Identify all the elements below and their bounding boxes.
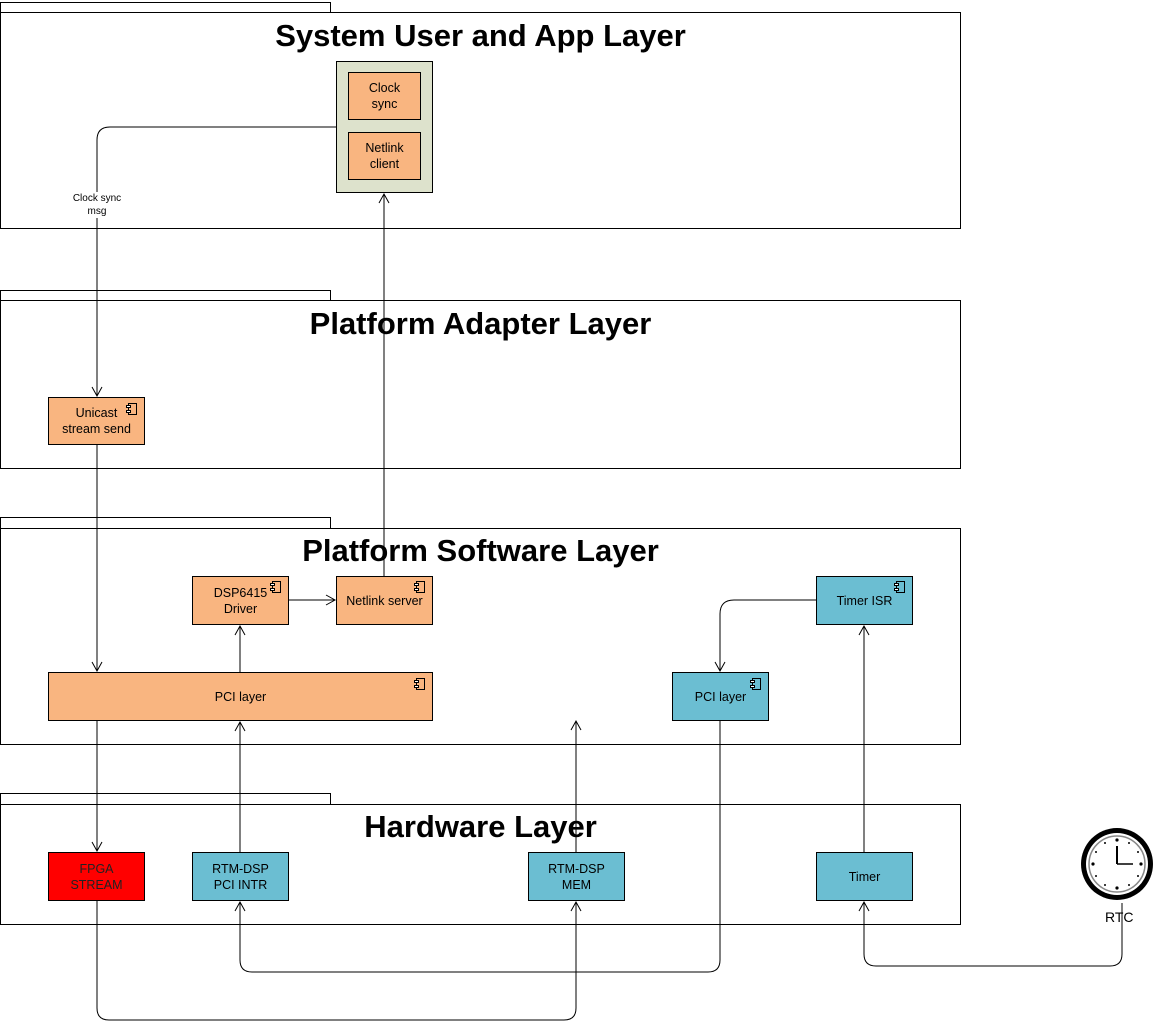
arrowhead [378, 192, 390, 204]
component-icon [414, 678, 425, 690]
app-layer-tab [0, 2, 331, 13]
clock-sync-component[interactable]: Clock sync [348, 72, 421, 120]
clock-sync-msg-label: Clock sync msg [62, 192, 132, 218]
arrowhead [234, 624, 246, 636]
app-layer: System User and App Layer [0, 12, 961, 229]
component-icon [894, 581, 905, 593]
adapter-layer-tab [0, 290, 331, 301]
arrowhead [234, 900, 246, 912]
component-icon [750, 678, 761, 690]
hardware-layer-tab [0, 793, 331, 804]
arrowhead [325, 594, 337, 606]
hardware-layer: Hardware Layer [0, 804, 961, 925]
edge-timer-isr-to-pci [719, 599, 816, 671]
edge-fpga-to-rtm-mem [96, 901, 577, 1021]
adapter-layer: Platform Adapter Layer [0, 300, 961, 469]
arrowhead [570, 719, 582, 731]
arrowhead [91, 386, 103, 398]
hardware-layer-title: Hardware Layer [364, 809, 597, 844]
edge-clock-sync-to-unicast [96, 126, 336, 396]
clock-icon [1081, 828, 1153, 900]
netlink-server-component[interactable]: Netlink server [336, 576, 433, 625]
arrowhead [91, 661, 103, 673]
component-icon [270, 581, 281, 593]
arrowhead [714, 661, 726, 673]
software-layer-title: Platform Software Layer [302, 533, 659, 568]
rtm-dsp-pci-intr-component[interactable]: RTM-DSP PCI INTR [192, 852, 289, 901]
rtm-dsp-mem-component[interactable]: RTM-DSP MEM [528, 852, 625, 901]
arrowhead [858, 624, 870, 636]
software-layer-tab [0, 517, 331, 528]
arrowhead [234, 720, 246, 732]
fpga-stream-component[interactable]: FPGA STREAM [48, 852, 145, 901]
component-icon [126, 403, 137, 415]
component-icon [414, 581, 425, 593]
rtc-label: RTC [1105, 909, 1134, 925]
edge-rtc-to-timer [863, 902, 1123, 967]
arrowhead [91, 841, 103, 853]
edge-pci-timer-to-rtm-intr [239, 721, 721, 973]
arrowhead [858, 900, 870, 912]
arrowhead [570, 900, 582, 912]
timer-component[interactable]: Timer [816, 852, 913, 901]
netlink-client-component[interactable]: Netlink client [348, 132, 421, 180]
app-layer-title: System User and App Layer [275, 18, 686, 53]
dsp6415-driver-component[interactable]: DSP6415 Driver [192, 576, 289, 625]
pci-layer-main-component[interactable]: PCI layer [48, 672, 433, 721]
adapter-layer-title: Platform Adapter Layer [309, 306, 652, 341]
